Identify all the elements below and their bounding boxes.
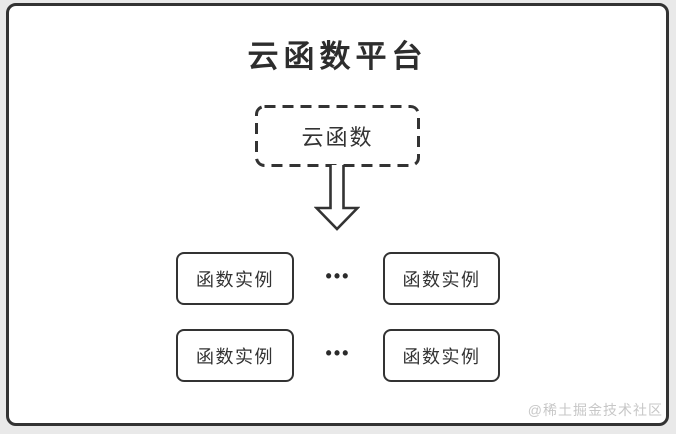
dashed-border [255, 105, 420, 167]
ellipsis-icon: ••• [325, 266, 351, 286]
down-arrow-icon [314, 165, 360, 231]
ellipsis-icon: ••• [325, 343, 351, 363]
cloud-function-label: 云函数 [301, 125, 374, 150]
function-instance-box: 函数实例 [176, 329, 294, 382]
page-title: 云函数平台 [247, 39, 428, 74]
cloud-function-node: 云函数 [255, 105, 420, 167]
function-instance-box: 函数实例 [383, 252, 500, 305]
function-instance-box: 函数实例 [176, 252, 294, 305]
watermark: @稀土掘金技术社区 [527, 402, 663, 418]
function-instance-box: 函数实例 [383, 329, 500, 382]
